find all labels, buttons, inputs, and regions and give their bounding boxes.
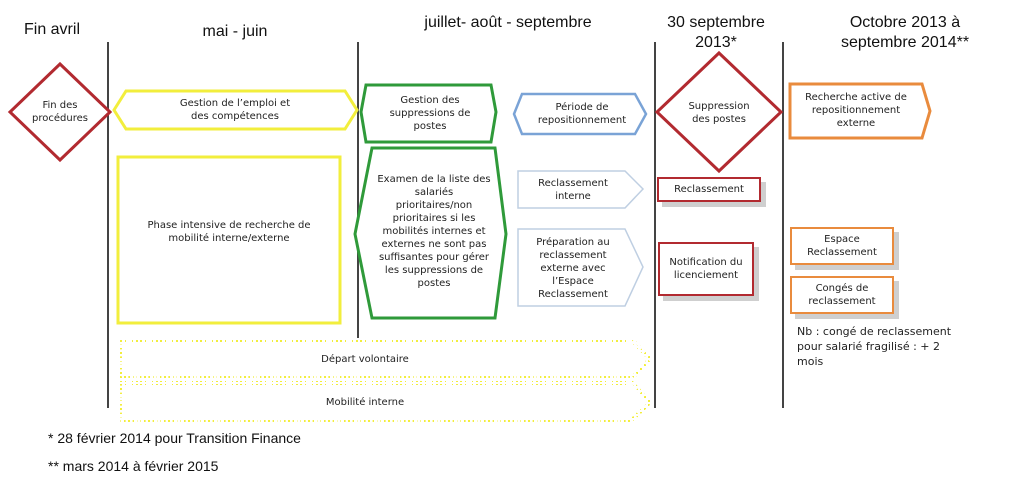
divider-1	[107, 42, 109, 408]
suppression-postes-label: Suppression des postes	[688, 101, 750, 125]
header-juillet-septembre: juillet- août - septembre	[424, 14, 592, 31]
reclassement-interne-arrow	[517, 170, 645, 209]
gestion-emploi-shape	[112, 89, 359, 131]
gestion-suppressions-label: Gestion des suppressions de postes	[389, 94, 471, 132]
phase-intensive-label: Phase intensive de recherche de mobilité…	[147, 220, 311, 244]
periode-repositionnement-label: Période de repositionnement	[537, 102, 627, 126]
header-fin-avril: Fin avril	[23, 21, 80, 38]
header-mai-juin: mai - juin	[202, 23, 268, 40]
footnote-one: * 28 février 2014 pour Transition Financ…	[48, 430, 301, 446]
phase-intensive-box	[116, 155, 342, 325]
suppression-postes-diamond	[654, 50, 784, 174]
mobilite-interne-arrow	[118, 381, 653, 422]
divider-3	[654, 42, 656, 408]
depart-volontaire-label: Départ volontaire	[321, 353, 409, 365]
notification-box: Notification du licenciement	[658, 242, 754, 296]
preparation-reclassement-label: Préparation au reclassement externe avec…	[536, 236, 610, 300]
fin-procedures-label: Fin des procédures	[32, 100, 88, 124]
divider-4	[782, 42, 784, 408]
examen-liste-label: Examen de la liste des salariés priorita…	[377, 173, 491, 289]
header-30-septembre: 30 septembre 2013*	[667, 14, 765, 51]
conges-reclassement-box: Congés de reclassement	[790, 276, 894, 314]
examen-liste-shape	[353, 146, 508, 320]
fin-procedures-diamond	[7, 61, 113, 163]
depart-volontaire-arrow	[118, 338, 653, 380]
divider-2	[357, 42, 359, 338]
reclassement-box: Reclassement	[657, 177, 761, 202]
espace-reclassement-box: Espace Reclassement	[790, 227, 894, 265]
preparation-reclassement-arrow	[517, 228, 644, 307]
mobilite-interne-label: Mobilité interne	[325, 396, 405, 408]
gestion-suppressions-shape	[359, 83, 498, 144]
header-octobre: Octobre 2013 à septembre 2014**	[840, 14, 970, 51]
recherche-active-label: Recherche active de repositionnement ext…	[805, 91, 907, 129]
nb-note: Nb : congé de reclassement pour salarié …	[797, 325, 952, 368]
recherche-active-shape	[788, 82, 932, 140]
reclassement-interne-label: Reclassement interne	[538, 178, 608, 202]
gestion-emploi-label: Gestion de l’emploi et des compétences	[179, 98, 291, 122]
periode-repositionnement-shape	[512, 92, 648, 136]
footnote-two: ** mars 2014 à février 2015	[48, 458, 219, 474]
